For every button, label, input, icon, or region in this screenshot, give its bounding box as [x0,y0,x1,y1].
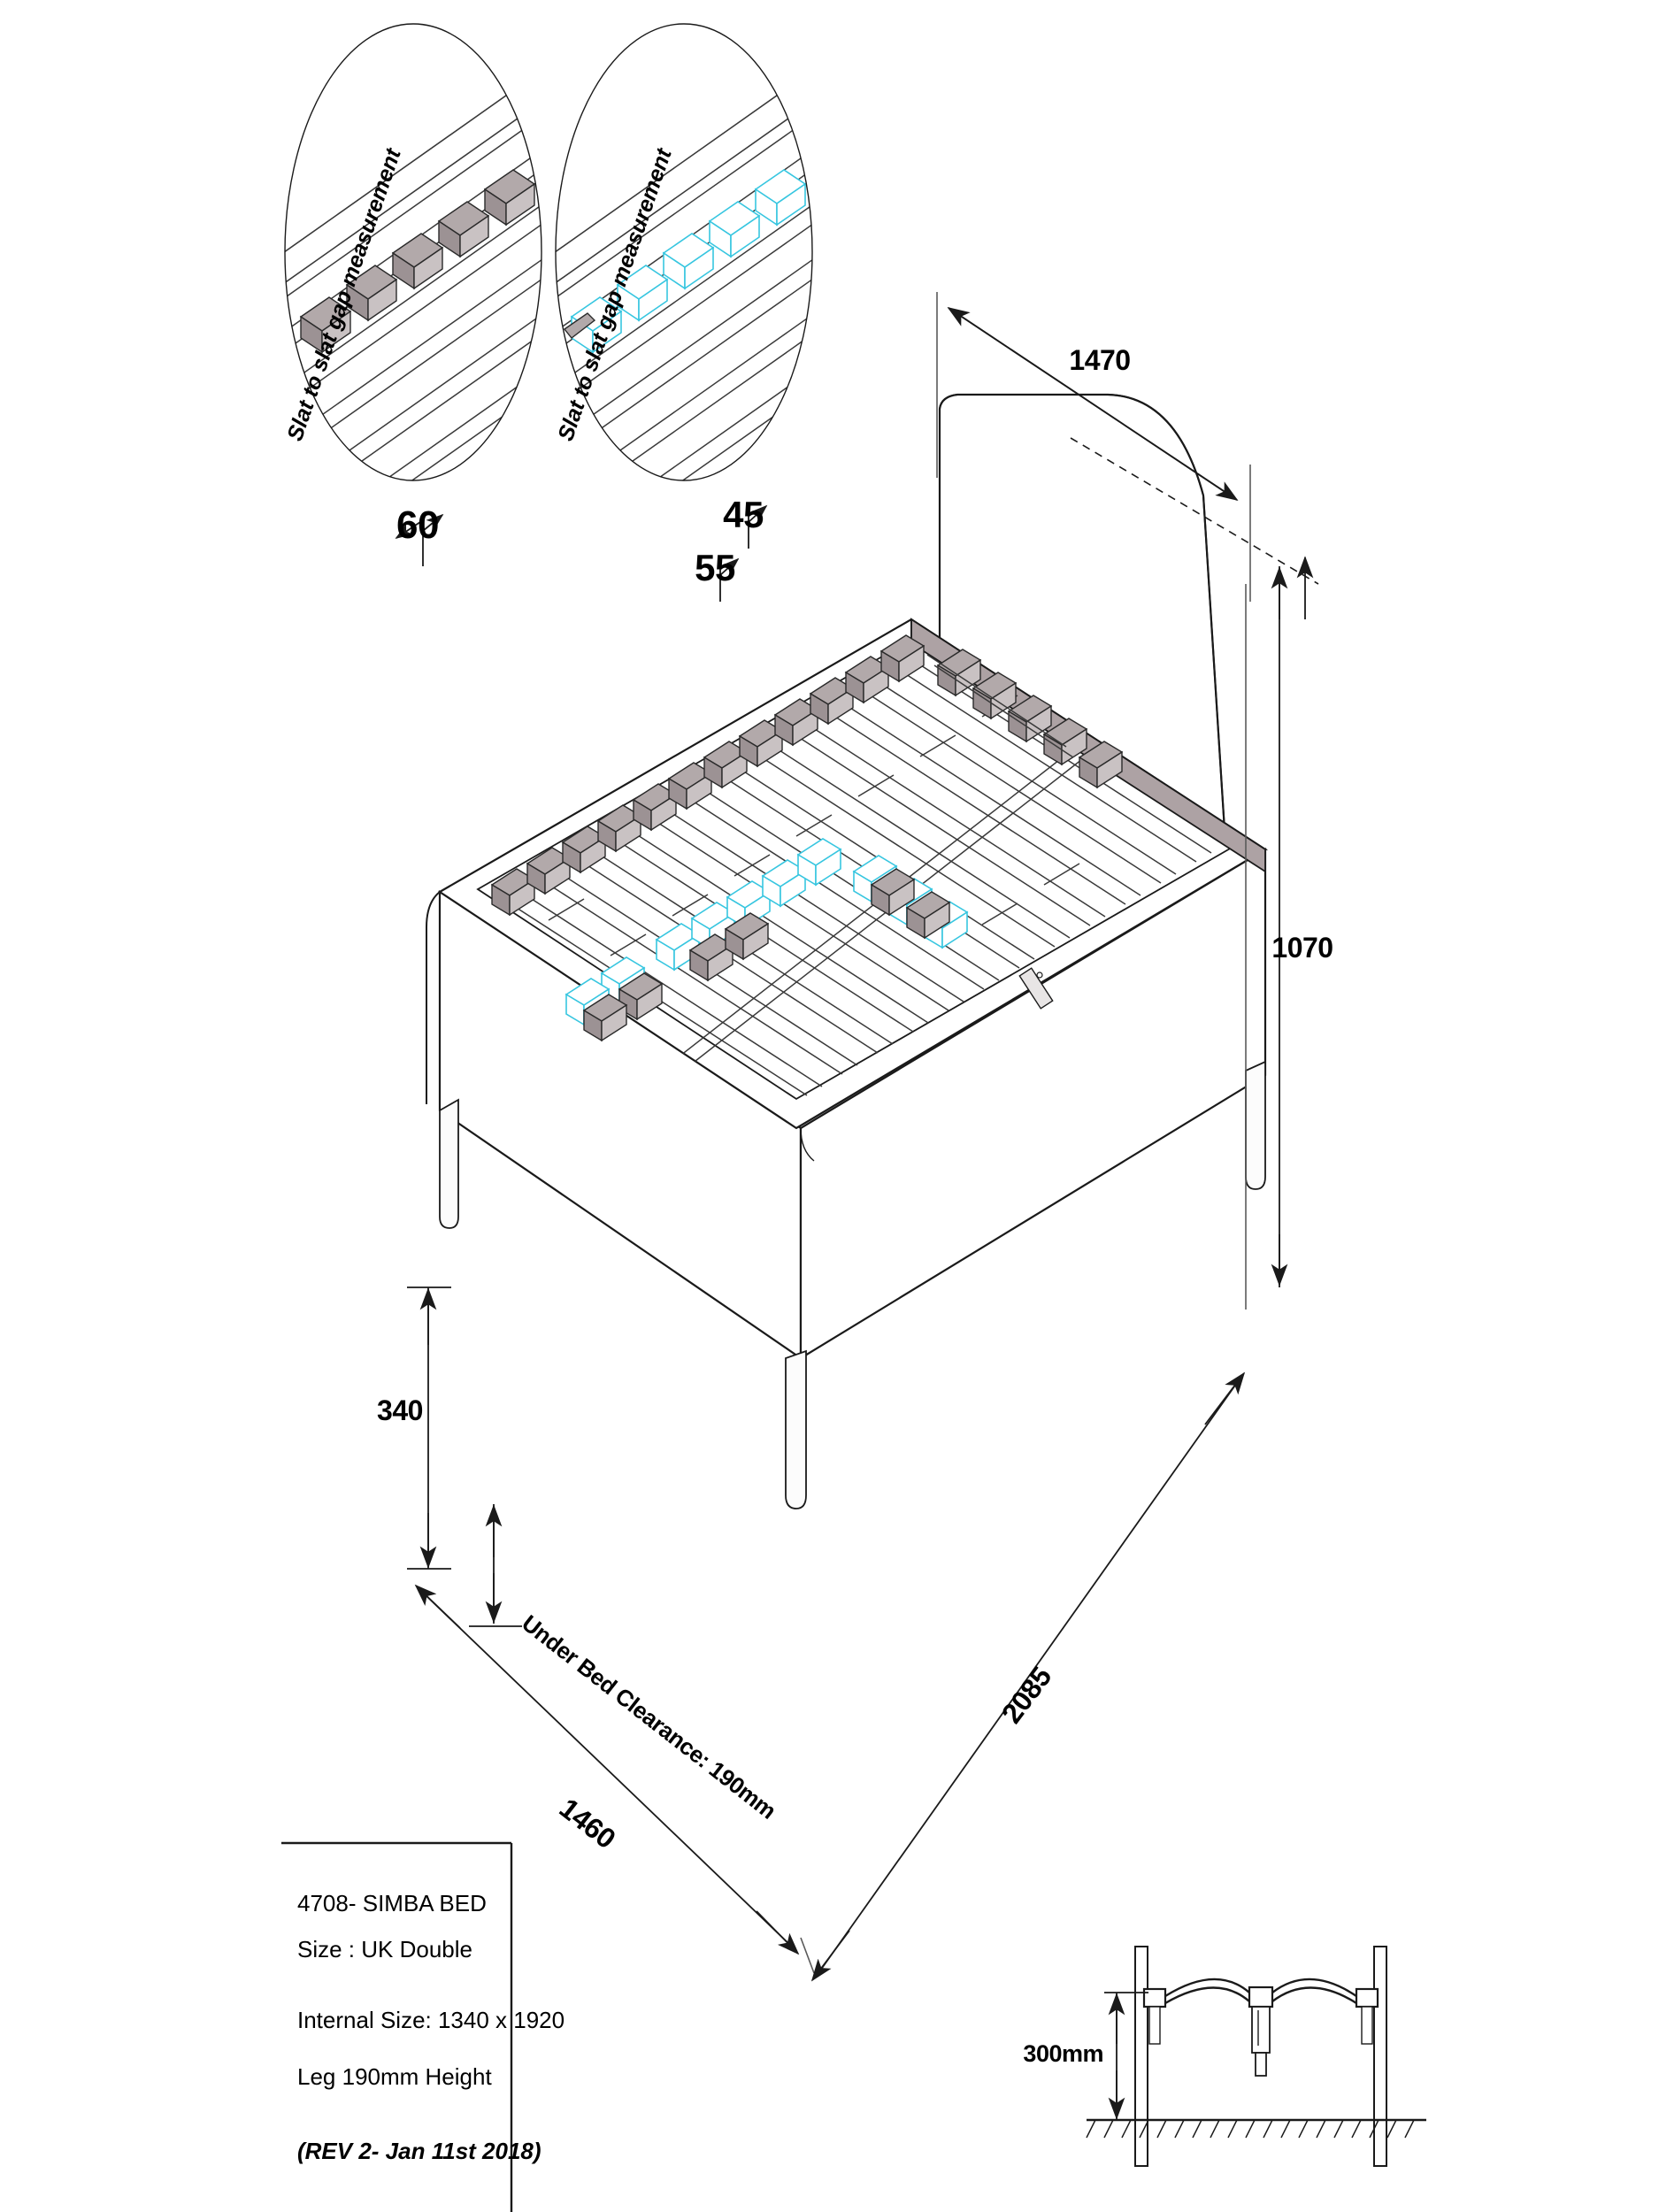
dim-under-bed-clearance [469,1504,522,1627]
slat-holder-cyan-group [563,169,807,354]
bubble-outline-left [284,23,542,481]
title-block-product: 4708- SIMBA BED [297,1890,487,1916]
dim-gap-60 [395,513,444,566]
title-block-internal-size: Internal Size: 1340 x 1920 [297,2007,565,2033]
dim-label-headboard-width: 1470 [1069,344,1130,376]
dim-label-bed-width: 1460 [554,1792,622,1855]
dim-label-under-bed-clearance: Under Bed Clearance: 190mm [517,1609,781,1824]
slat-section-detail [1086,1946,1426,2167]
leg-foot [785,1349,807,1509]
bed-body [426,618,1269,1509]
gap-value-55: 55 [695,547,735,588]
leg-left [439,1098,459,1229]
dim-label-base-height: 340 [377,1394,423,1426]
dim-headboard-height [1245,566,1288,1310]
bubble-outline-right [555,23,813,481]
dim-gap-55 [719,557,740,602]
bubble-right-caption: Slat to slat gap measurement [553,144,677,444]
dim-headboard-width [936,292,1319,619]
dim-gap-45 [748,504,768,549]
title-block-leg-height: Leg 190mm Height [297,2063,492,2090]
dim-label-headboard-height: 1070 [1271,932,1333,964]
headboard-bracket [1018,967,1054,1010]
slat-field [491,649,1212,1096]
bubble-left-caption: Slat to slat gap measurement [282,144,406,444]
slat-holders-centre-run [565,838,842,1042]
title-block-frame [281,1841,513,2212]
dim-label-slat-ground-clearance: 300mm [1023,2040,1103,2067]
title-block-revision: (REV 2- Jan 11st 2018) [297,2138,541,2164]
detail-bubble-right [555,23,813,602]
dim-base-height [407,1286,451,1570]
gap-value-45: 45 [723,494,764,535]
bed-legs [439,1060,1266,1509]
slat-holders-left-rail [490,634,926,917]
head-rail-detail [926,654,1074,758]
dim-label-bed-length: 2085 [995,1661,1057,1729]
gap-value-60: 60 [396,503,439,547]
title-block-size: Size : UK Double [297,1936,472,1962]
slat-holder-grey-group [299,169,536,354]
slat-holders-centre-upper [852,855,969,949]
dim-bed-length [810,1371,1246,1982]
